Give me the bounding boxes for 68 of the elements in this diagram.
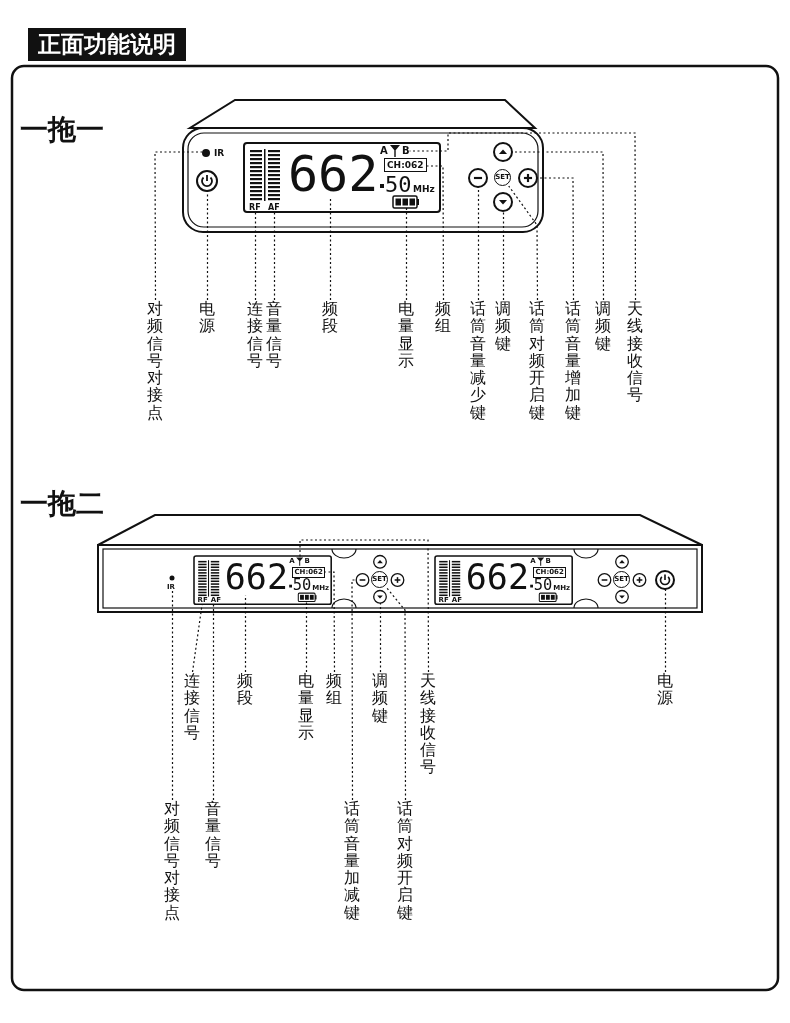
callout-label: 电源: [199, 300, 216, 335]
callout-label: 电源: [657, 672, 674, 707]
minus-button-icon: [355, 573, 370, 587]
battery-icon: [392, 195, 419, 209]
leader-line: [508, 185, 539, 301]
leader-line: [329, 198, 332, 301]
leader-line: [477, 186, 480, 301]
leader-line: [351, 579, 357, 801]
leader-line: [305, 600, 308, 673]
callout-label: 调频键: [495, 300, 512, 352]
callout-label: 话筒音量增加键: [565, 300, 582, 421]
unit-text: MHz: [413, 185, 435, 194]
ir-label: IR: [214, 149, 225, 158]
section-title: 正面功能说明: [28, 28, 186, 62]
leader-line: [299, 539, 430, 673]
leader-line: [171, 590, 174, 801]
leader-line: [386, 587, 407, 801]
leader-line: [405, 207, 408, 301]
channel-letter: B: [402, 146, 410, 156]
callout-label: 频组: [326, 672, 343, 707]
callout-label: 话筒对频开启键: [397, 800, 414, 921]
leader-line: [154, 151, 203, 301]
callout-label: 对频信号对接点: [147, 300, 164, 421]
callout-label: 调频键: [372, 672, 389, 724]
callout-label: 连接信号: [184, 672, 201, 742]
callout-label: 电量显示: [398, 300, 415, 370]
signal-label: AF: [268, 204, 280, 212]
leader-line: [212, 603, 215, 801]
leader-line: [379, 602, 382, 673]
leader-line: [273, 211, 276, 301]
sensor-dot-icon: [202, 149, 210, 157]
channel-readout: CH:062: [384, 158, 427, 172]
callout-label: 音量信号: [266, 300, 283, 370]
leader-line: [425, 165, 445, 301]
leader-line: [511, 151, 605, 301]
leader-line: [664, 588, 667, 673]
signal-label: RF: [249, 204, 261, 212]
frequency-digits: 50: [533, 577, 553, 594]
callout-label: 电量显示: [298, 672, 315, 742]
frequency-digits: 662: [224, 560, 288, 596]
callout-label: 话筒音量加减键: [344, 800, 361, 921]
callout-label: 天线接收信号: [627, 300, 644, 404]
callout-label: 频组: [435, 300, 452, 335]
callout-label: 频段: [322, 300, 339, 335]
leader-line: [502, 210, 505, 301]
antenna-icon: [296, 557, 304, 566]
leader-line: [254, 211, 257, 301]
callout-label: 话筒音量减少键: [470, 300, 487, 421]
callout-label: 音量信号: [205, 800, 222, 870]
callout-label: 连接信号: [247, 300, 264, 370]
callout-label: 频段: [237, 672, 254, 707]
section-heading: 一拖一: [20, 116, 104, 144]
frequency-digits: 50: [385, 174, 412, 196]
battery-icon: [297, 592, 317, 603]
leader-line: [324, 571, 336, 673]
leader-line: [206, 190, 209, 301]
leader-line: [244, 594, 247, 673]
frequency-digits: 662: [465, 560, 529, 596]
section-heading: 一拖二: [20, 490, 104, 518]
channel-letter: A: [380, 146, 388, 156]
callout-label: 对频信号对接点: [164, 800, 181, 921]
frequency-digits: 50: [292, 577, 312, 594]
frequency-digits: 662: [288, 149, 379, 199]
down-button-icon: [373, 589, 387, 604]
leader-line: [191, 603, 203, 673]
callout-label: 调频键: [595, 300, 612, 352]
callout-label: 天线接收信号: [420, 672, 437, 776]
callout-label: 话筒对频开启键: [529, 300, 546, 421]
